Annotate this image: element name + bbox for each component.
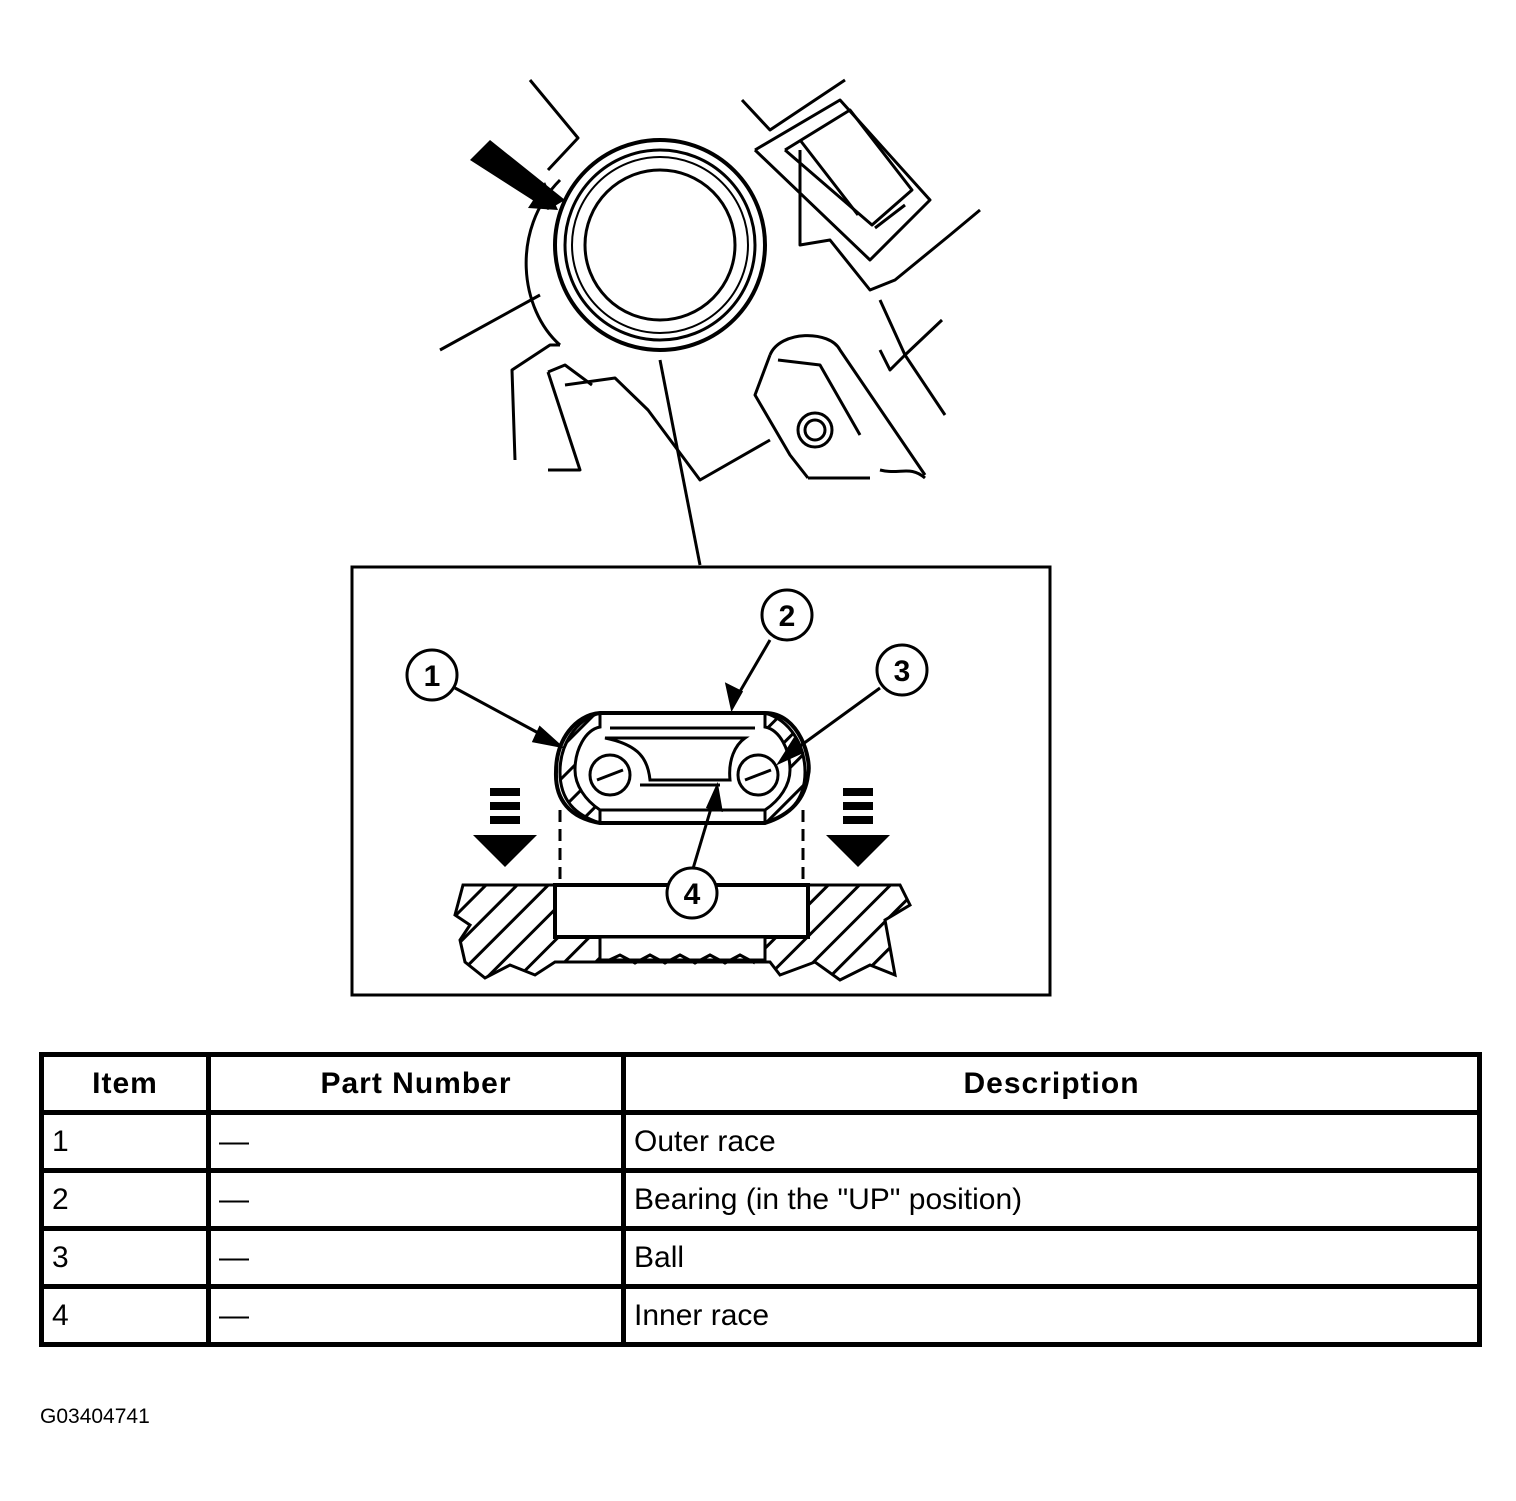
part-number-cell: — xyxy=(206,1284,626,1347)
parts-table: Item Part Number Description 1 — Outer r… xyxy=(39,1052,1482,1347)
description-cell: Inner race xyxy=(621,1284,1482,1347)
svg-text:1: 1 xyxy=(424,660,441,693)
callout-3: 3 xyxy=(875,643,929,697)
table-row: 1 — Outer race xyxy=(39,1110,1482,1173)
housing-drawing xyxy=(439,78,981,482)
part-number-cell: — xyxy=(206,1168,626,1231)
header-item: Item xyxy=(39,1052,211,1115)
svg-text:3: 3 xyxy=(894,655,911,688)
callout-2: 2 xyxy=(760,588,814,642)
bearing-cross-section xyxy=(553,711,811,826)
item-cell: 4 xyxy=(39,1284,211,1347)
part-number-cell: — xyxy=(206,1226,626,1289)
guide-lines xyxy=(558,810,805,885)
svg-text:4: 4 xyxy=(684,878,701,911)
item-cell: 1 xyxy=(39,1110,211,1173)
figure-id: G03404741 xyxy=(40,1405,150,1428)
detail-box xyxy=(350,565,1052,997)
part-number-cell: — xyxy=(206,1110,626,1173)
table-row: 2 — Bearing (in the "UP" position) xyxy=(39,1168,1482,1231)
callout-4: 4 xyxy=(665,866,719,920)
callout-leaders xyxy=(454,639,881,873)
description-cell: Outer race xyxy=(621,1110,1482,1173)
item-cell: 2 xyxy=(39,1168,211,1231)
table-header-row: Item Part Number Description xyxy=(39,1052,1482,1115)
item-cell: 3 xyxy=(39,1226,211,1289)
detail-leader-line xyxy=(658,359,702,566)
bearing-diagram: 1 2 3 4 xyxy=(350,78,1052,997)
table-row: 3 — Ball xyxy=(39,1226,1482,1289)
location-arrow-icon xyxy=(470,140,565,210)
description-cell: Ball xyxy=(621,1226,1482,1289)
header-part-number: Part Number xyxy=(206,1052,626,1115)
press-down-arrow-icon xyxy=(826,788,890,867)
bearing-bore xyxy=(553,138,767,352)
header-description: Description xyxy=(621,1052,1482,1115)
description-cell: Bearing (in the "UP" position) xyxy=(621,1168,1482,1231)
svg-text:2: 2 xyxy=(779,600,796,633)
callout-1: 1 xyxy=(405,648,459,702)
table-row: 4 — Inner race xyxy=(39,1284,1482,1347)
press-down-arrow-icon xyxy=(473,788,537,867)
